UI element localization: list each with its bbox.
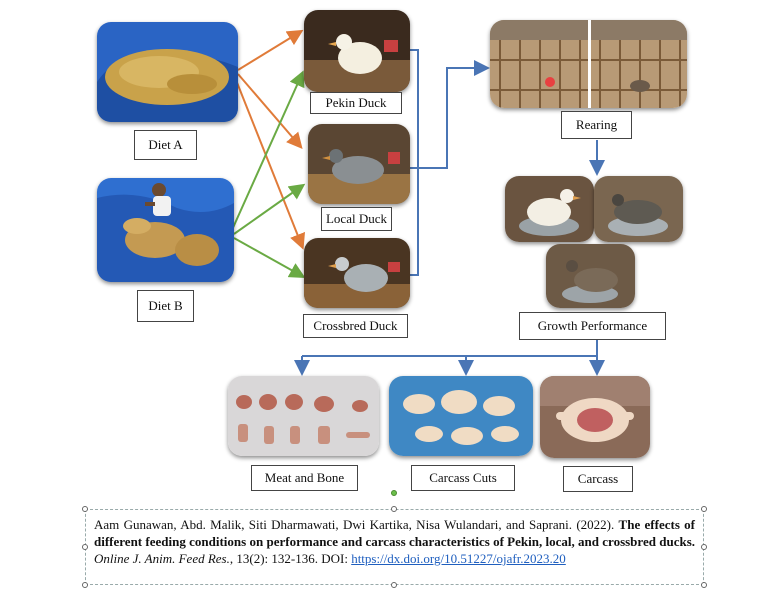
local-duck-photo (308, 124, 410, 204)
meat-and-bone-label: Meat and Bone (251, 465, 358, 491)
citation-doi-link[interactable]: https://dx.doi.org/10.51227/ojafr.2023.2… (351, 551, 566, 566)
rearing-photo (490, 20, 687, 108)
pekin-duck-label: Pekin Duck (310, 92, 402, 114)
resize-handle-top-left[interactable] (82, 506, 88, 512)
rearing-label: Rearing (561, 111, 632, 139)
citation-doi-label: DOI: (321, 551, 348, 566)
arrow-diet-b-to-pekin (231, 70, 305, 231)
resize-handle-bottom-right[interactable] (701, 582, 707, 588)
resize-handle-middle-right[interactable] (701, 544, 707, 550)
arrow-diet-a-to-local (237, 73, 303, 150)
diet-b-photo (97, 178, 234, 282)
citation-journal: Online J. Anim. Feed Res. (94, 551, 230, 566)
resize-handle-bottom-middle[interactable] (391, 582, 397, 588)
carcass-photo (540, 376, 650, 458)
arrow-diet-b-to-crossbred (233, 237, 306, 278)
crossbred-duck-photo (304, 238, 410, 308)
growth-photo-1 (505, 176, 594, 242)
resize-handle-top-middle[interactable] (391, 506, 397, 512)
resize-handle-middle-left[interactable] (82, 544, 88, 550)
citation-volume-pages: , 13(2): 132-136. (229, 551, 318, 566)
citation-authors: Aam Gunawan, Abd. Malik, Siti Dharmawati… (94, 517, 615, 532)
arrow-diet-a-to-crossbred (235, 79, 306, 250)
diet-b-label: Diet B (137, 290, 194, 322)
growth-performance-label: Growth Performance (519, 312, 666, 340)
arrow-diet-b-to-local (233, 183, 306, 235)
resize-handle-bottom-left[interactable] (82, 582, 88, 588)
resize-handle-top-right[interactable] (701, 506, 707, 512)
diet-a-photo (97, 22, 238, 122)
carcass-cuts-photo (389, 376, 533, 456)
local-duck-label: Local Duck (321, 207, 392, 231)
citation-title: The effects of different feeding conditi… (94, 517, 696, 549)
growth-photo-3 (546, 244, 635, 308)
diet-a-label: Diet A (134, 130, 197, 160)
carcass-cuts-label: Carcass Cuts (411, 465, 515, 491)
arrow-diet-a-to-pekin (237, 29, 304, 71)
pekin-duck-photo (304, 10, 410, 92)
crossbred-duck-label: Crossbred Duck (303, 314, 408, 338)
carcass-label: Carcass (563, 466, 633, 492)
citation-textbox[interactable]: Aam Gunawan, Abd. Malik, Siti Dharmawati… (85, 509, 704, 585)
arrow-ducks-to-rearing (410, 60, 490, 169)
growth-photo-2 (594, 176, 683, 242)
bracket-ducks (410, 49, 419, 276)
meat-and-bone-photo (228, 376, 379, 456)
rotate-handle[interactable] (391, 490, 397, 496)
